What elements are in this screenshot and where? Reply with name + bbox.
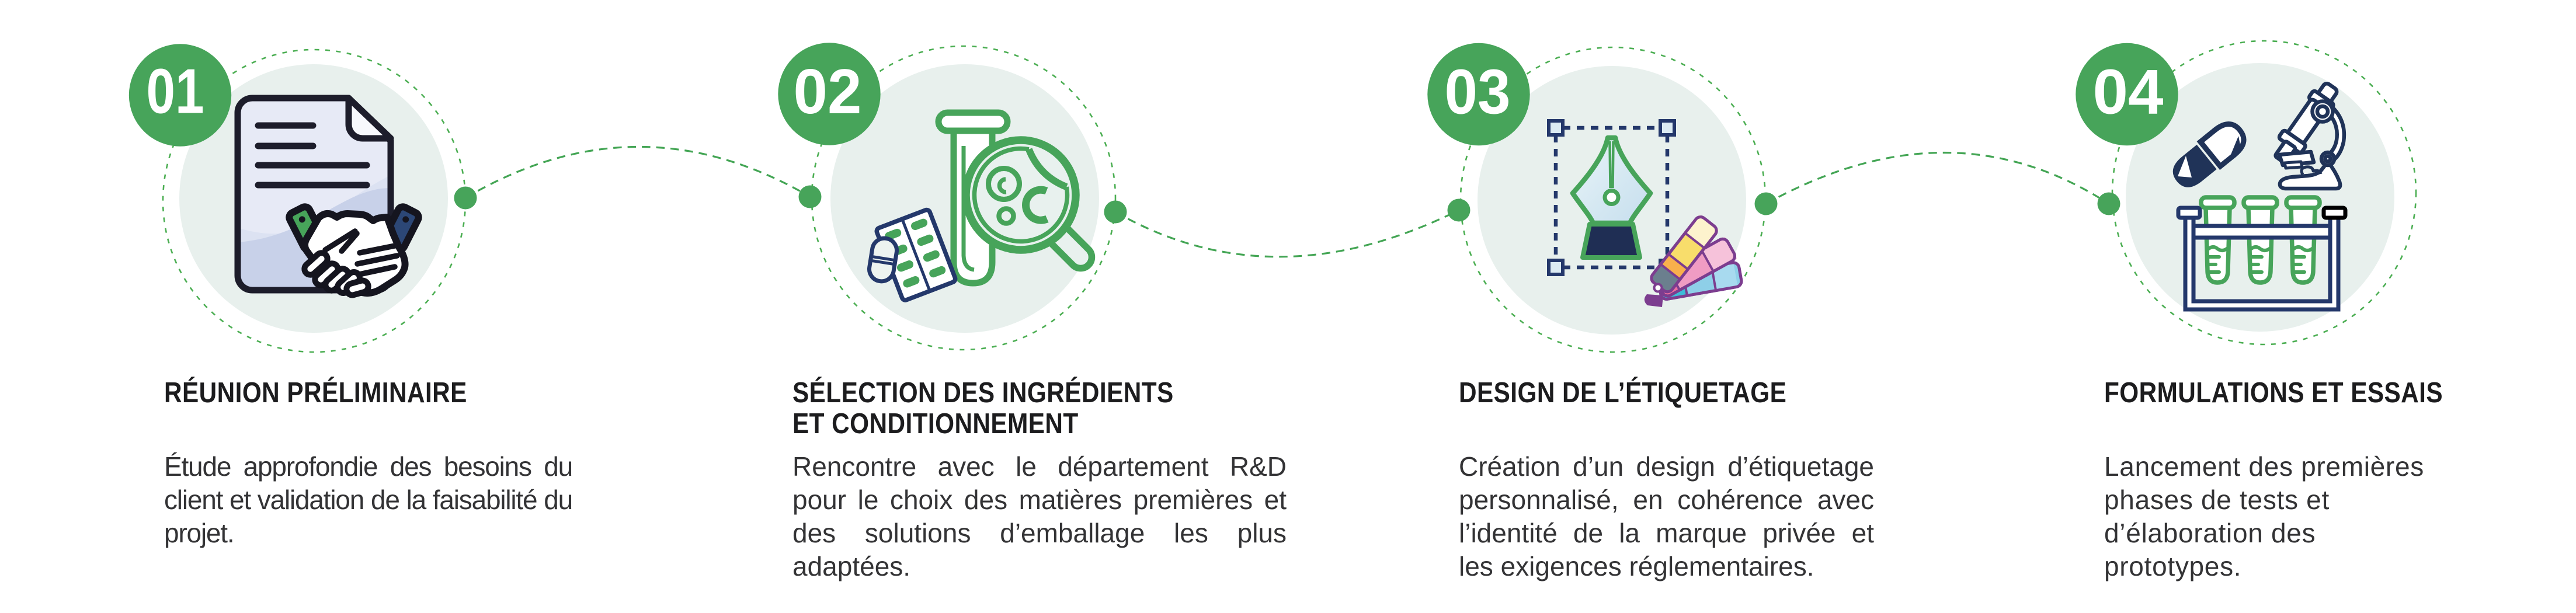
svg-text:02: 02: [794, 56, 862, 127]
svg-text:04: 04: [2093, 57, 2164, 128]
svg-text:03: 03: [1445, 57, 1511, 128]
svg-text:01: 01: [147, 56, 204, 127]
